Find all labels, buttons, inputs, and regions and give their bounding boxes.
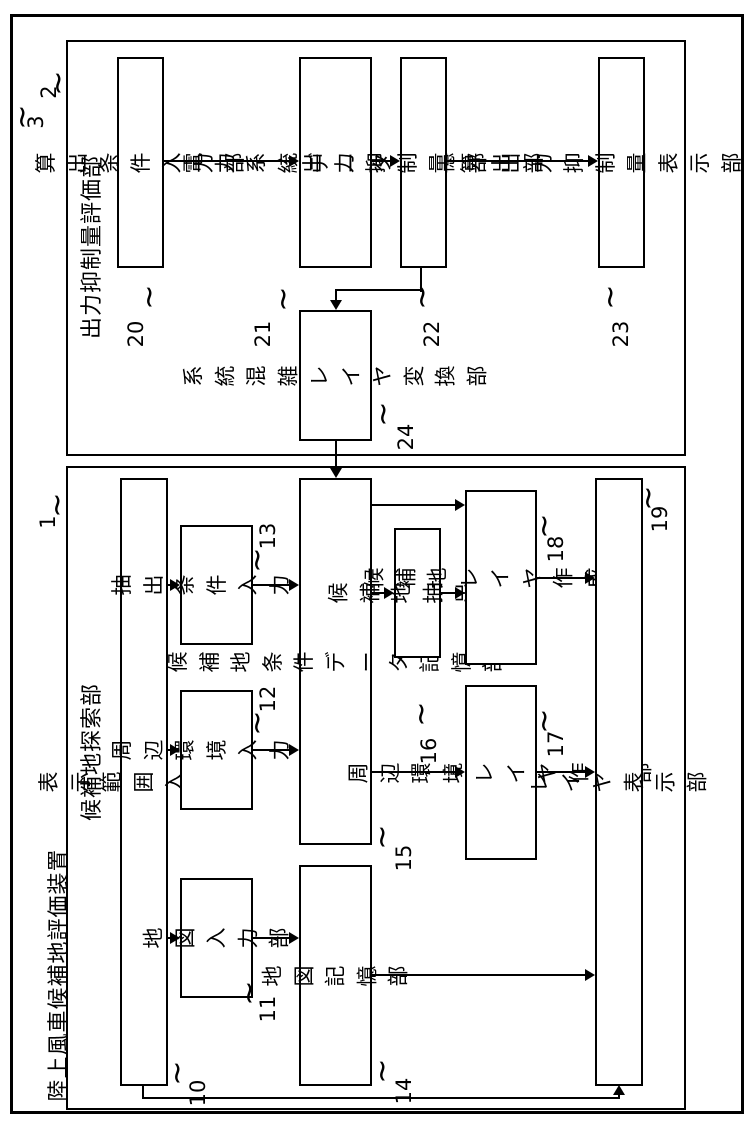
leader-tilde: ~ [593,284,628,310]
device-frame [10,14,744,1114]
connector-line [372,592,384,594]
evaluation-section-title: 出力抑制量評価部 [80,154,105,340]
arrowhead [289,579,299,591]
block-grid-congestion-layer-conversion: 系統混雑 レイヤ変換部 [181,310,489,441]
arrowhead [455,499,465,511]
arrowhead [170,579,180,591]
leader-tilde: ~ [232,980,267,1006]
arrowhead [585,572,595,584]
block-label: レイヤ表示部 [527,771,710,793]
leader-tilde: ~ [160,1060,195,1086]
arrowhead [455,766,465,778]
ref-label-16: 16 [417,737,441,765]
block-label: 候補地条件データ記憶部 [165,651,504,672]
connector-line [537,577,585,579]
block-surrounding-environment-layer-creation: 周辺環境レイヤ 作成部 [347,685,654,860]
ref-label-18: 18 [544,535,568,563]
arrowhead [384,587,394,599]
connector-line [372,974,585,976]
block-candidate-site-extraction: 候補地抽出部 [326,528,508,658]
leader-tilde: ~ [5,104,40,130]
block-map-storage: 地図記憶部 [260,865,410,1086]
connector-line [142,1086,144,1099]
connector-line [335,289,337,301]
connector-line [372,160,390,162]
search-section-frame [66,466,686,1110]
leader-tilde: ~ [132,284,167,310]
leader-tilde: ~ [404,701,439,727]
leader-tilde: ~ [631,485,666,511]
leader-tilde: ~ [527,513,562,539]
leader-tilde: ~ [366,401,401,427]
connector-line [420,268,422,292]
leader-tilde: ~ [266,286,301,312]
connector-line [618,1093,620,1099]
connector-line [253,584,289,586]
ref-label-17: 17 [544,730,568,758]
arrowhead [585,969,595,981]
leader-tilde: ~ [240,710,275,736]
block-output-suppression-calculation: 出力抑制量算出部 [301,57,545,268]
arrowhead [330,468,342,478]
block-output-suppression-display: 出力抑制量表示部 [499,57,743,268]
arrowhead [170,932,180,944]
connector-line [168,749,170,751]
search-section-title: 候補地探索部 [80,682,105,822]
ref-label-20: 20 [124,320,148,348]
block-calculation-condition-input: 算出条件入力部 [33,57,246,268]
leader-tilde: ~ [527,708,562,734]
ref-label-24: 24 [394,423,418,451]
arrowhead [455,587,465,599]
connector-line [253,937,289,939]
connector-line [441,592,455,594]
ref-label-21: 21 [251,320,275,348]
block-label: 系統混雑 レイヤ変換部 [181,365,489,386]
block-extraction-condition-input: 抽出条件 入力部 [109,525,322,645]
ref-label-22: 22 [420,320,444,348]
block-layer-display: レイヤ表示部 [528,478,709,1086]
arrowhead [170,744,180,756]
evaluation-section-frame [66,40,686,456]
block-candidate-site-condition-data-storage: 候補地条件データ記憶部 [165,478,504,845]
block-display-range-input: 表示範囲入力部 [37,478,250,1086]
arrowhead [390,155,400,167]
connector-line [164,160,289,162]
arrowhead [585,766,595,778]
arrowhead [330,300,342,310]
connector-line [253,749,289,751]
connector-line [335,441,337,469]
ref-label-13: 13 [256,522,280,550]
connector-line [335,289,422,291]
ref-label-12: 12 [256,685,280,713]
arrowhead [289,155,299,167]
block-surrounding-environment-input: 周辺環境 入力部 [109,690,322,810]
leader-tilde: ~ [40,492,75,518]
arrowhead [289,932,299,944]
block-candidate-site-layer-creation: 候補地レイヤ 作成部 [362,490,638,665]
leader-tilde: ~ [365,824,400,850]
connector-line [537,771,585,773]
block-map-input: 地図 入力部 [141,878,291,998]
block-power-system-data-storage: 電力系統データ 記憶部 [181,57,489,268]
arrowhead [289,744,299,756]
ref-label-23: 23 [609,320,633,348]
leader-tilde: ~ [365,1058,400,1084]
leader-tilde: ~ [41,70,76,96]
leader-tilde: ~ [240,547,275,573]
connector-line [372,504,455,506]
connector-line [447,160,588,162]
connector-line [168,937,170,939]
connector-line [142,1097,620,1099]
block-label: 出力抑制量表示部 [498,152,744,173]
connector-line [168,584,170,586]
arrowhead [613,1085,625,1095]
connector-line [372,771,455,773]
arrowhead [588,155,598,167]
